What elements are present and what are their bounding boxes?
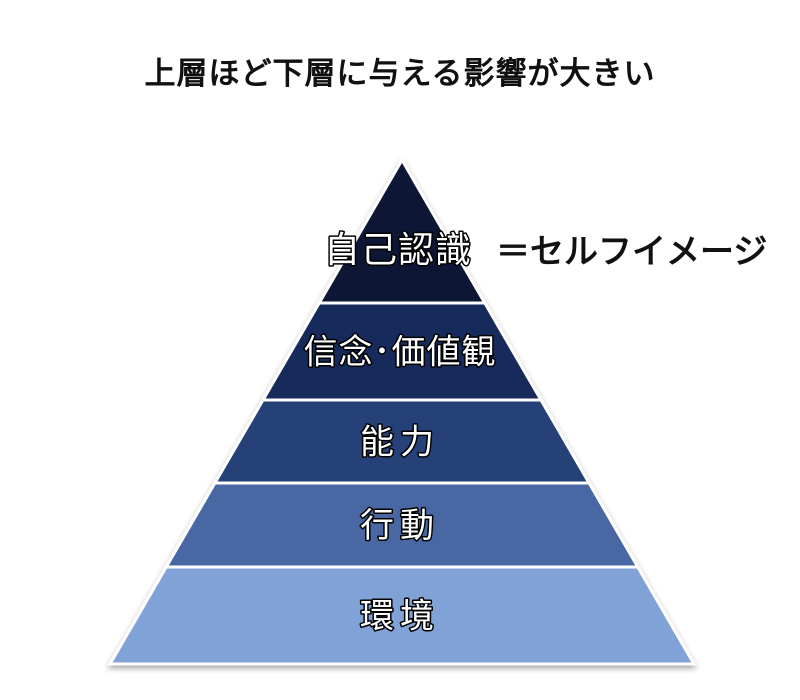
- diagram-title: 上層ほど下層に与える影響が大きい: [144, 56, 656, 92]
- pyramid-layer-label-4: 行動: [360, 506, 440, 546]
- pyramid-layer-label-1: 自己認識: [324, 230, 472, 271]
- pyramid-layer-label-2: 信念･価値観: [304, 333, 497, 373]
- self-image-note: ＝セルフイメージ: [496, 232, 768, 272]
- pyramid-layer-5: [107, 565, 697, 666]
- pyramid-layer-label-5: 環境: [360, 597, 440, 637]
- pyramid-layer-label-3: 能力: [360, 423, 440, 463]
